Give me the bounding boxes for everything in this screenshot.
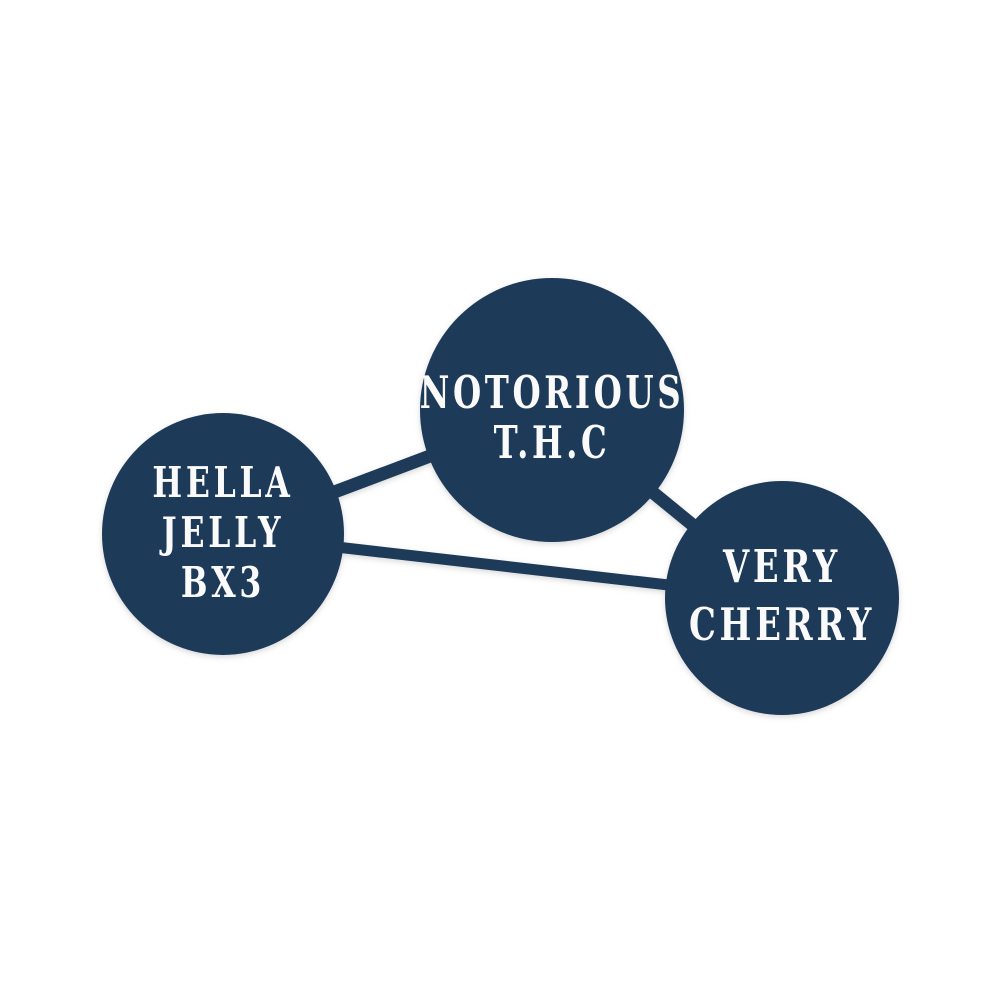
node-very-cherry xyxy=(665,481,899,715)
node-hella-jelly-bx3-label-line3: BX3 xyxy=(181,557,265,607)
node-very-cherry-label-line2: CHERRY xyxy=(689,599,875,651)
node-notorious-thc-label-line2: T.H.C xyxy=(494,417,611,470)
node-very-cherry-label-line1: VERY xyxy=(722,541,841,593)
node-hella-jelly-bx3 xyxy=(102,413,344,655)
node-notorious-thc-label-line1: NOTORIOUS xyxy=(420,367,684,420)
node-hella-jelly-bx3-label-line2: JELLY xyxy=(159,507,284,557)
node-hella-jelly-bx3-label-line1: HELLA xyxy=(152,457,293,507)
node-notorious-thc xyxy=(420,278,684,542)
